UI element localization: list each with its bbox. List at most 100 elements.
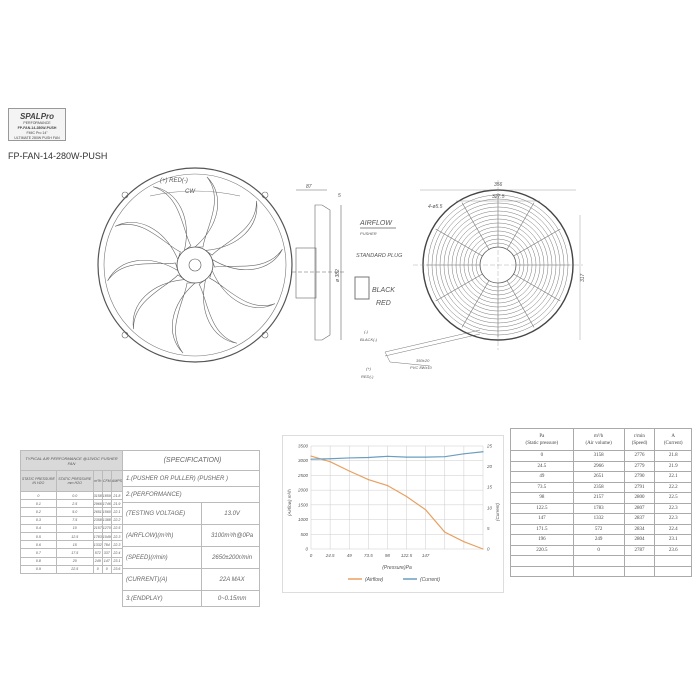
perf-header: STATIC PRESSURE mm H2O bbox=[55, 470, 94, 492]
typical-performance-table: TYPICAL AIR PERFORMANCE @13VDC PUSHER FA… bbox=[20, 450, 124, 574]
table-cell: 572 bbox=[92, 548, 103, 558]
table-cell: 15 bbox=[55, 540, 94, 550]
grille-spoke bbox=[435, 228, 483, 257]
data-point bbox=[386, 484, 389, 487]
table-cell: 23.1 bbox=[110, 556, 124, 566]
rotation-label: (+) RED(-) bbox=[160, 178, 188, 184]
fan-blade bbox=[211, 249, 283, 271]
red-wire-label: RED(-) bbox=[361, 374, 374, 379]
x-tick-label: 73.5 bbox=[364, 553, 373, 558]
table-cell: 2804 bbox=[623, 534, 656, 546]
spec-row: (SPEED)(r/min)2650±200r/min bbox=[121, 546, 260, 569]
table-cell: 1388 bbox=[101, 515, 112, 525]
result-header: Pa(Static pressure) bbox=[510, 428, 574, 451]
table-cell: 1783 bbox=[572, 502, 625, 514]
table-row bbox=[510, 565, 692, 577]
table-cell: 20 bbox=[55, 556, 94, 566]
table-cell: 249 bbox=[572, 534, 625, 546]
spec-label: (TESTING VOLTAGE) bbox=[121, 502, 203, 525]
mount-spacing-dim: 327.5 bbox=[492, 194, 505, 200]
spec-label: (SPEED)(r/min) bbox=[121, 546, 203, 569]
y-tick-label: 2500 bbox=[297, 473, 309, 478]
table-cell: 22.1 bbox=[110, 507, 124, 517]
diameter-dim: ø 382 bbox=[335, 269, 341, 282]
table-cell: 2358 bbox=[92, 515, 103, 525]
x-tick-label: 98 bbox=[385, 553, 391, 558]
fan-blade bbox=[198, 278, 238, 344]
rotation-arrow bbox=[149, 190, 241, 197]
table-cell: 1332 bbox=[92, 540, 103, 550]
y-tick-label: 1000 bbox=[298, 517, 309, 522]
y2-tick-label: 20 bbox=[486, 464, 493, 469]
x-tick-label: 122.5 bbox=[401, 553, 413, 558]
table-cell: 220.5 bbox=[510, 544, 574, 556]
table-cell: 0 bbox=[101, 564, 112, 574]
table-cell: 147 bbox=[101, 556, 112, 566]
spec-value: 3100m³/h@0Pa bbox=[201, 524, 260, 547]
data-point bbox=[348, 470, 350, 472]
y2-axis-label: (Current) bbox=[495, 502, 500, 521]
table-cell: 0 bbox=[510, 450, 574, 462]
minus-label: (-) bbox=[364, 329, 369, 334]
table-cell: 572 bbox=[572, 523, 625, 535]
data-point bbox=[405, 456, 408, 458]
spec-title: (SPECIFICATION) bbox=[122, 450, 260, 471]
standard-plug-label: STANDARD PLUG bbox=[356, 253, 403, 259]
table-cell: 21.9 bbox=[654, 460, 692, 472]
spec-label: (CURRENT)(A) bbox=[121, 568, 203, 591]
table-cell: 196 bbox=[510, 534, 574, 546]
data-point bbox=[386, 455, 389, 457]
table-cell: 23.6 bbox=[654, 544, 692, 556]
y2-tick-label: 5 bbox=[487, 526, 490, 531]
table-cell: 2358 bbox=[572, 481, 625, 493]
header-text: (Static pressure) bbox=[525, 440, 559, 446]
table-cell: 171.5 bbox=[510, 523, 574, 535]
fan-blade bbox=[171, 282, 196, 354]
table-cell: 0.3 bbox=[20, 515, 57, 525]
table-cell: 22.3 bbox=[654, 502, 692, 514]
table-cell: 2790 bbox=[623, 471, 656, 483]
table-cell: 2776 bbox=[623, 450, 656, 462]
table-cell: 3158 bbox=[92, 490, 103, 501]
table-cell: 1560 bbox=[101, 507, 112, 517]
table-cell: 1746 bbox=[101, 499, 112, 509]
spec-value: 22A MAX bbox=[201, 568, 260, 591]
table-cell: 3158 bbox=[572, 450, 625, 462]
perf-header: CFM bbox=[101, 470, 112, 492]
data-point bbox=[405, 495, 408, 498]
perf-header: m³/h bbox=[92, 470, 103, 492]
spec-value: 13.0V bbox=[201, 502, 260, 525]
y2-tick-label: 0 bbox=[487, 547, 490, 552]
header-text: (Current) bbox=[663, 440, 683, 446]
fan-shroud bbox=[97, 167, 293, 363]
spec-row: (AIRFLOW)(m³/h)3100m³/h@0Pa bbox=[121, 524, 260, 547]
label-line2: FMIC Pro 14" bbox=[26, 131, 48, 135]
table-cell: 22.3 bbox=[654, 513, 692, 525]
height-dim: 317 bbox=[580, 273, 586, 282]
data-point bbox=[463, 541, 465, 543]
y2-tick-label: 25 bbox=[486, 444, 493, 449]
table-cell: 22.4 bbox=[110, 548, 124, 558]
table-cell: 0.8 bbox=[20, 556, 57, 566]
table-cell: 49 bbox=[510, 471, 574, 483]
table-cell: 2966 bbox=[572, 460, 625, 472]
data-point bbox=[444, 456, 446, 458]
table-cell: 337 bbox=[101, 548, 112, 558]
spec-item1: 1.(PUSHER OR PULLER) (PUSHER ) bbox=[122, 470, 260, 487]
table-cell: 24.5 bbox=[510, 460, 574, 472]
airflow-label: AIRFLOW bbox=[359, 220, 393, 227]
y-tick-label: 1500 bbox=[298, 502, 309, 507]
fan-side-view bbox=[292, 189, 345, 341]
table-cell: 22.4 bbox=[654, 523, 692, 535]
table-cell bbox=[654, 555, 692, 567]
x-tick-label: 24.5 bbox=[325, 553, 335, 558]
table-cell: 2800 bbox=[623, 492, 656, 504]
fan-hub bbox=[176, 246, 214, 284]
